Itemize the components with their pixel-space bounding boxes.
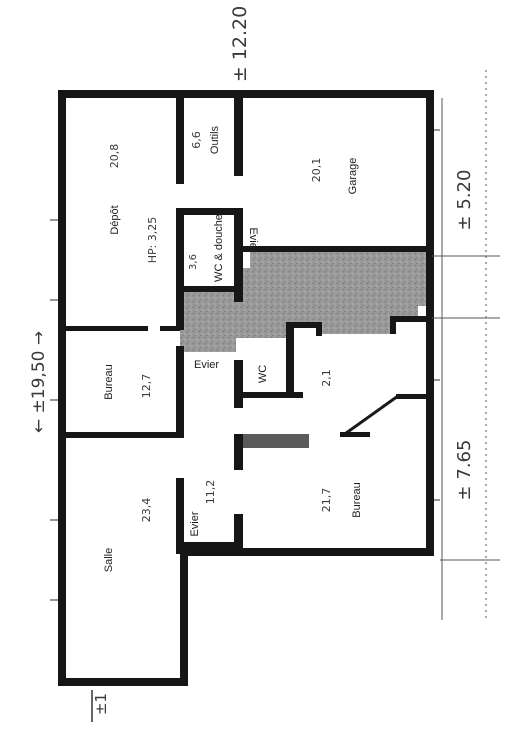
room-salle-area: 23,4	[140, 498, 153, 523]
room-garage-area: 20,1	[310, 158, 323, 183]
right-upper-dimension: ± 5.20	[454, 170, 475, 231]
interior-walls	[66, 98, 430, 554]
room-outils-name: Outils	[209, 125, 221, 154]
window-marks	[50, 129, 440, 601]
dimension-lines	[432, 70, 500, 620]
room-depot-area: 20,8	[108, 144, 121, 169]
room-wc-douche-area: 3,6	[188, 254, 199, 270]
hall-area: 2,1	[320, 369, 333, 387]
left-small-dimension: ±1	[92, 693, 110, 715]
corridor-area: 11,2	[204, 480, 217, 505]
evier-mid-label: Evier	[194, 359, 219, 371]
room-bureau-right-area: 21,7	[320, 488, 333, 513]
room-bureau-right-name: Bureau	[351, 482, 363, 517]
right-lower-dimension: ± 7.65	[454, 440, 475, 501]
outer-walls	[58, 90, 434, 686]
room-depot-note: HP: 3,25	[146, 217, 159, 264]
room-outils-area: 6,6	[190, 131, 203, 149]
room-wc-douche-name: WC & douche	[213, 214, 225, 282]
room-garage-name: Garage	[347, 158, 359, 195]
overall-length-dimension: ← ±19,50 →	[29, 331, 49, 433]
top-width-dimension: ± 12.20	[229, 6, 251, 82]
room-bureau-left-name: Bureau	[103, 364, 115, 399]
room-depot-name: Dépôt	[109, 205, 121, 234]
evier-top-label: Evier	[247, 227, 259, 252]
room-salle-name: Salle	[103, 548, 115, 572]
room-bureau-left-area: 12,7	[140, 374, 153, 399]
evier-bottom-label: Evier	[189, 511, 201, 536]
room-wc-name: WC	[257, 365, 269, 383]
